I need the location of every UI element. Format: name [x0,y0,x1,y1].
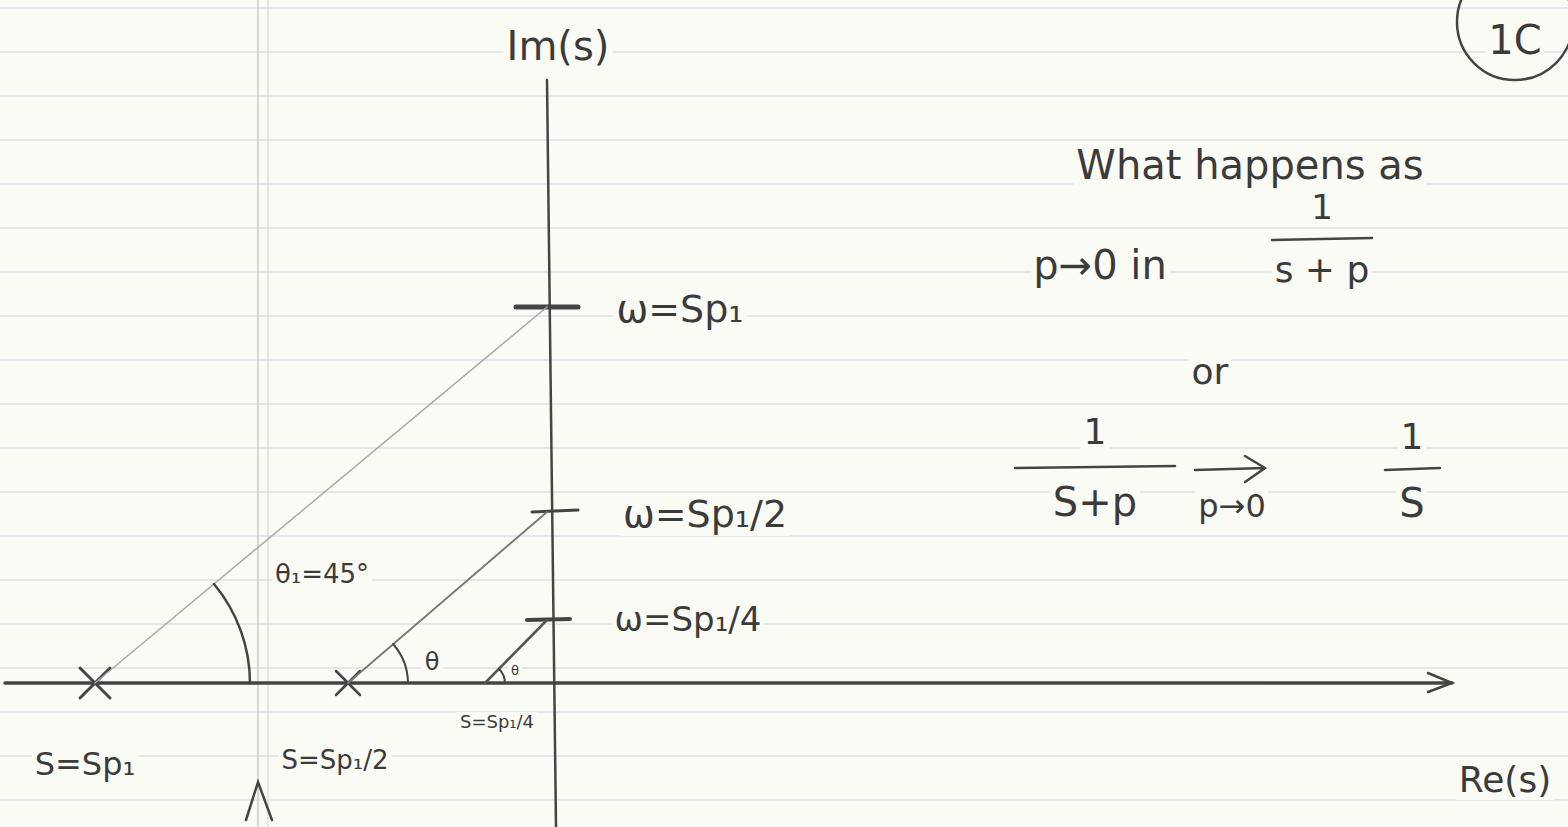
fraction-bar [1015,466,1175,468]
frequency-label: ω=Sp₁/4 [612,601,765,638]
note-text: p→0 [1195,489,1268,524]
tick-mark [532,510,578,512]
note-text: What happens as [1073,143,1426,187]
margin-line [257,0,259,827]
margin-line [268,0,269,827]
frequency-label: ω=Sp₁ [613,289,746,331]
note-text: s + p [1272,250,1373,290]
margin-arrow [246,782,272,820]
frequency-label: ω=Sp₁/2 [620,494,790,536]
ruled-lines [0,8,1568,800]
angle-label: θ [422,649,443,675]
note-text: or [1189,352,1232,392]
note-text: 1 [1308,189,1336,226]
angle-label: θ₁=45° [272,560,372,589]
angle-arc [214,584,250,683]
angle-label: θ [508,664,522,678]
fraction-bar [1385,468,1440,470]
angle-arc [393,644,408,683]
note-text: S [1396,481,1427,525]
note-text: 1 [1398,417,1427,457]
note-text: p→0 in [1030,243,1170,287]
pole-label: S=Sp₁ [32,747,139,782]
fraction-bar [1272,238,1372,240]
pole-label: S=Sp₁/2 [278,746,391,775]
angle-arc [499,669,505,683]
axis-arrowhead [1428,673,1452,692]
pole-vector [95,307,547,683]
page-number: 1C [1485,18,1544,62]
page-number-circle [1457,0,1568,80]
note-text: 1 [1081,412,1110,452]
pole-label: S=Sp₁/4 [457,712,537,732]
tick-mark [527,619,570,620]
imaginary-axis [547,80,556,827]
note-text: S+p [1050,480,1140,524]
limit-arrow [1195,456,1265,482]
pole-vector [348,512,547,683]
axis-label: Re(s) [1456,760,1554,800]
real-axis [5,681,1452,685]
axis-label: Im(s) [504,24,613,68]
pole-vector [485,620,547,683]
